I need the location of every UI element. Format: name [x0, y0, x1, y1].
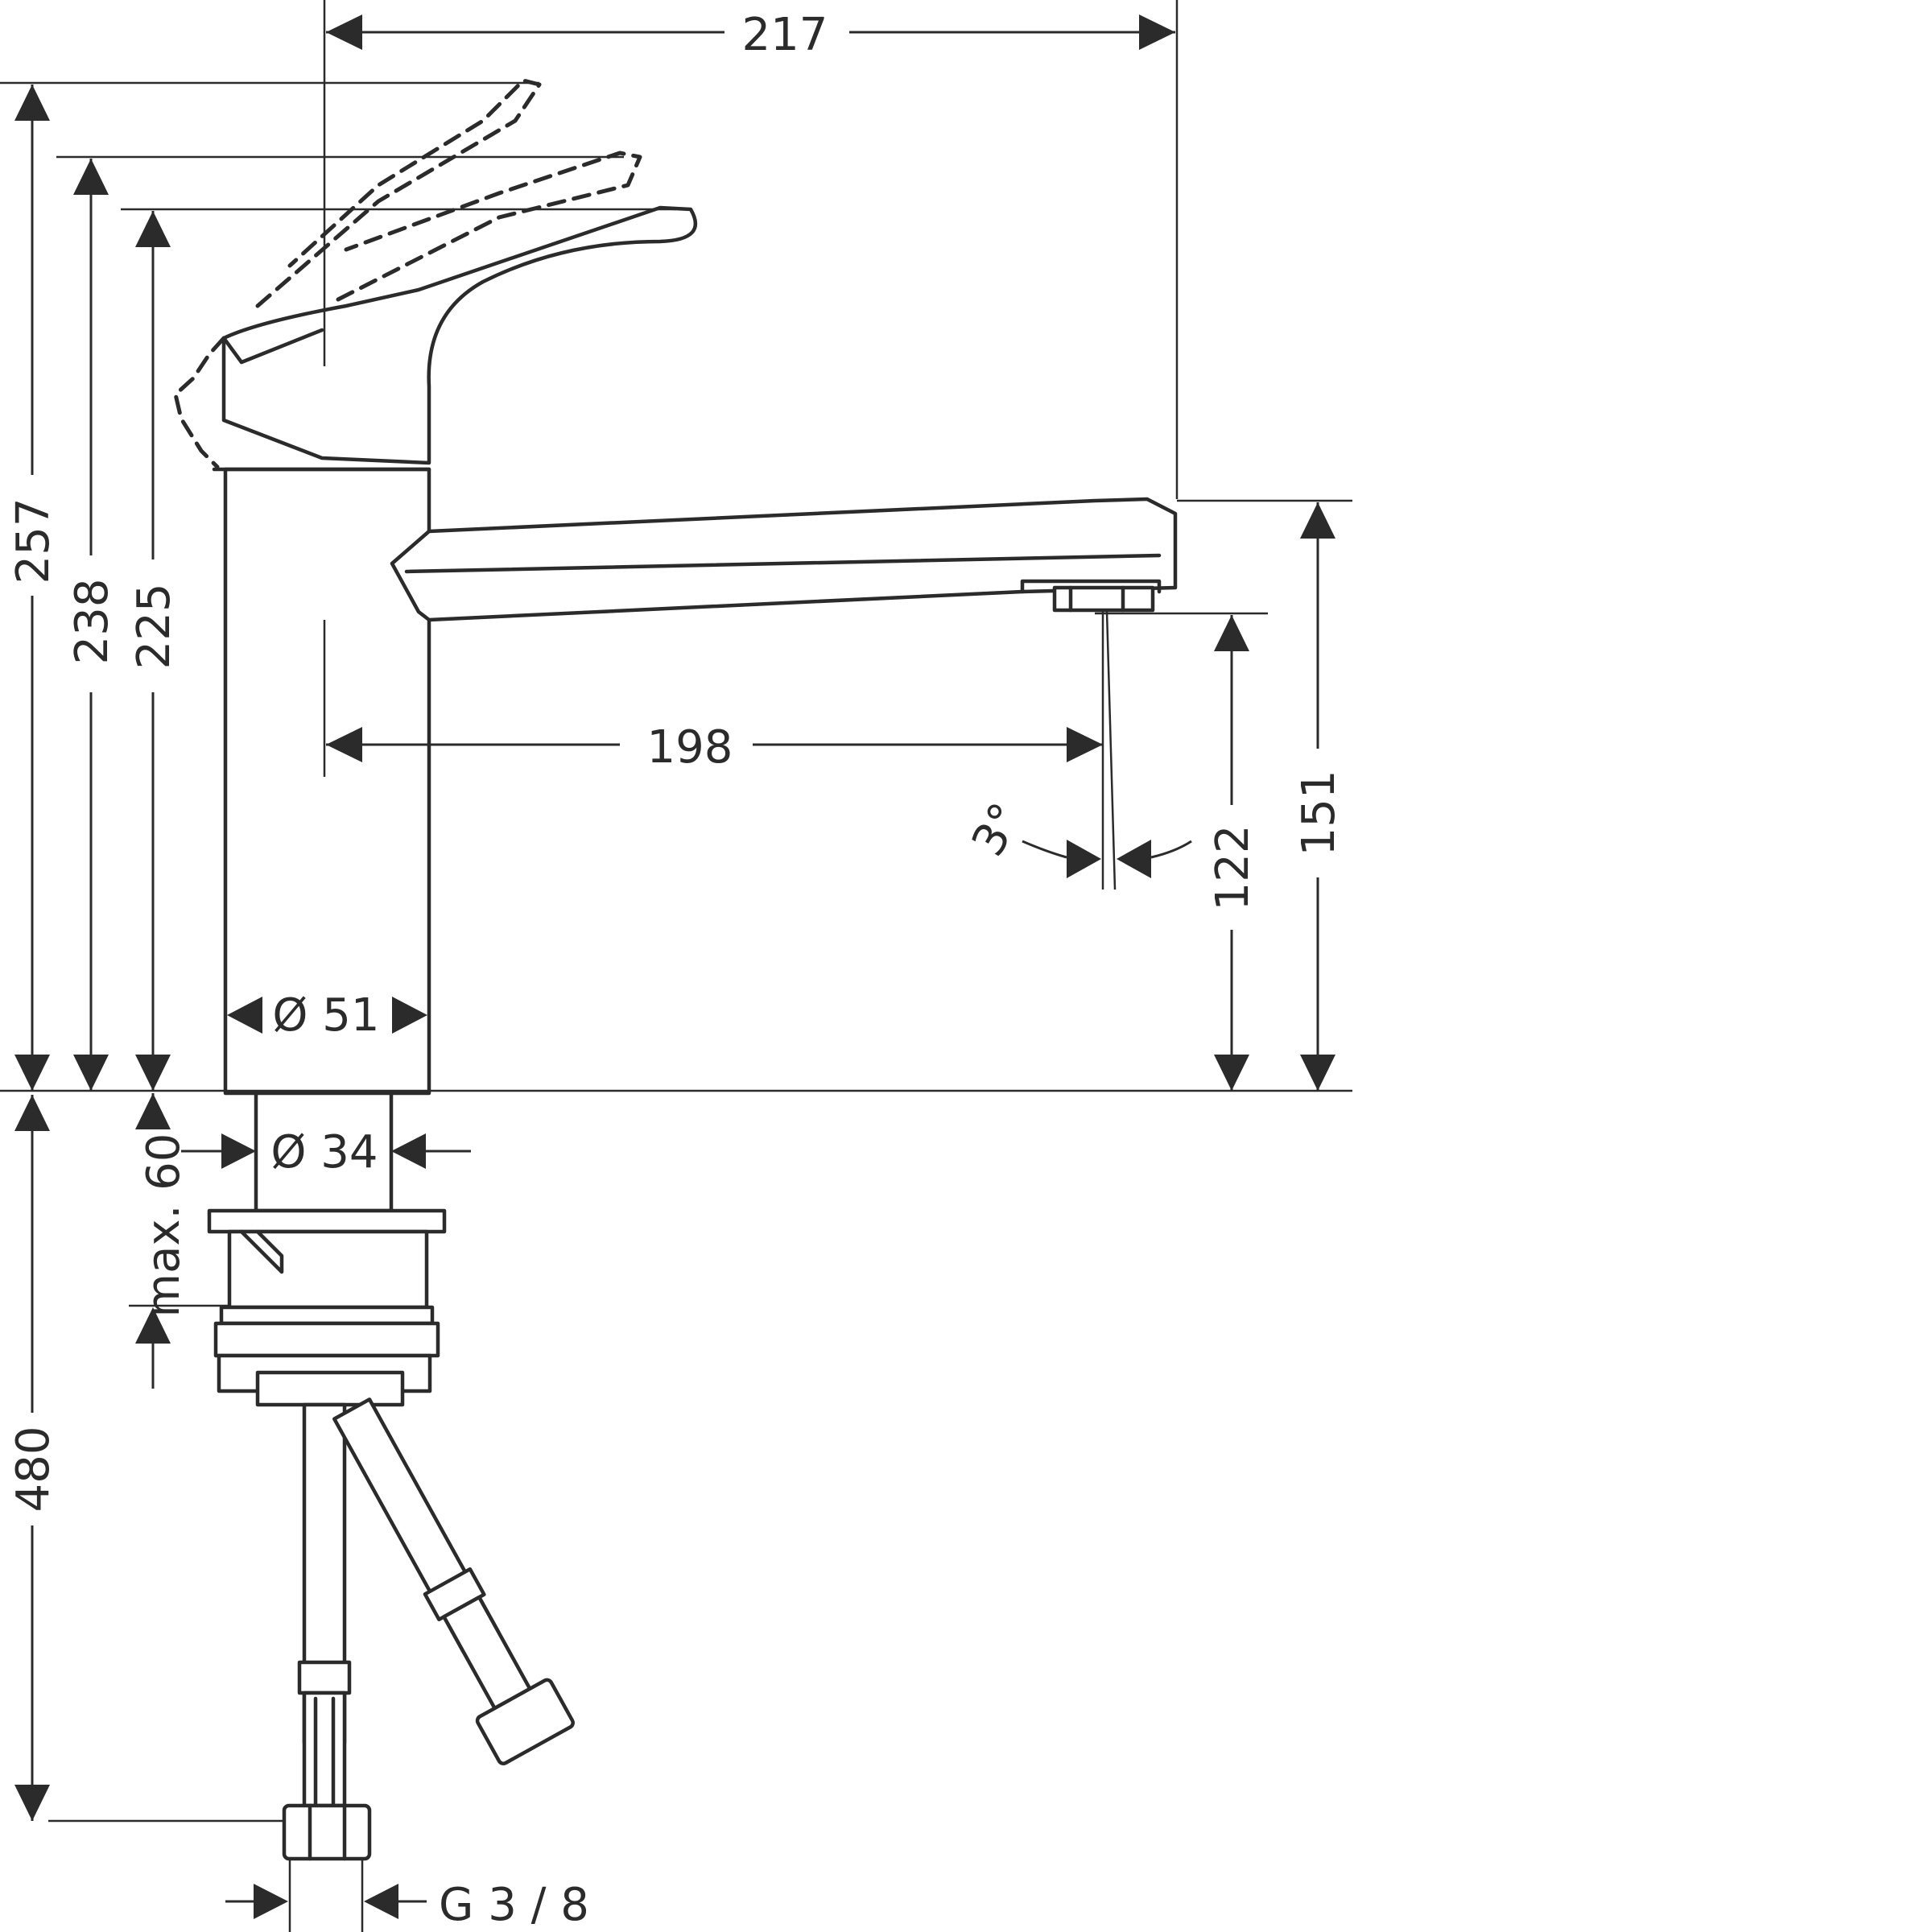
dimension-lines [14, 14, 1335, 1919]
dim-label-217: 217 [742, 9, 828, 61]
dim-arc-angle-right [1150, 840, 1192, 859]
arrowhead [14, 1785, 50, 1821]
arrowhead [14, 1095, 50, 1131]
dim-label-480: 480 [7, 1426, 60, 1513]
hose-nut-angled [475, 1678, 575, 1765]
dimension-labels: 217 198 Ø 51 Ø 34 G 3 / 8 257 238 225 15… [7, 9, 1345, 1931]
arrowhead [1214, 615, 1249, 651]
dim-label-257: 257 [7, 498, 60, 584]
dim-label-122: 122 [1207, 825, 1259, 911]
dim-label-151: 151 [1293, 770, 1345, 857]
hose-fitting-angled [442, 1595, 532, 1711]
arrowhead [14, 1055, 50, 1091]
arrowhead [227, 997, 262, 1034]
spout-edge-line [404, 553, 1162, 574]
dim-label-diameter-34: Ø 34 [270, 1126, 378, 1179]
arrowhead [135, 1093, 171, 1129]
arrowhead [391, 1133, 426, 1169]
faucet-cylinder [223, 467, 431, 1096]
arrowhead [1300, 1055, 1335, 1091]
ext-line-stream-angled [1105, 611, 1117, 890]
faucet-body [212, 205, 1178, 1213]
lever-mid-position-outline [336, 151, 642, 302]
dim-label-198: 198 [647, 721, 733, 774]
arrowhead [135, 1055, 171, 1091]
arrowhead [1300, 502, 1335, 539]
arrowhead [73, 1055, 109, 1091]
arrowhead [326, 14, 362, 50]
gasket [219, 1305, 435, 1326]
hose-crimp [297, 1660, 352, 1695]
arrowhead [326, 727, 362, 762]
dim-label-max-60: max. 60 [138, 1133, 190, 1318]
hose-fitting-body [302, 1690, 347, 1808]
mounting-bracket [227, 1229, 429, 1310]
arrowhead [1067, 727, 1103, 762]
hose-nut-straight [282, 1803, 372, 1861]
lever-handle [221, 205, 698, 465]
arrowhead [364, 1884, 398, 1919]
lever-open-position-outline [173, 336, 226, 469]
arrowhead [1117, 840, 1151, 878]
spout-tip-step [1020, 579, 1162, 594]
lever-handle-edge [221, 328, 324, 365]
arrowhead [135, 211, 171, 247]
nut-flange [255, 1370, 405, 1407]
dim-label-225: 225 [128, 584, 180, 670]
arrowhead [221, 1133, 256, 1169]
arrowhead [1214, 1055, 1249, 1091]
mounting-hardware [207, 1208, 447, 1407]
arrowhead [254, 1884, 288, 1919]
mounting-nut [213, 1321, 440, 1358]
arrowhead [135, 1307, 171, 1344]
mounting-plate [207, 1208, 447, 1234]
bracket-detail [239, 1229, 284, 1274]
arrowhead [392, 997, 427, 1034]
dim-label-238: 238 [66, 579, 118, 665]
supply-hoses [282, 1397, 575, 1861]
arrowhead [1067, 840, 1101, 878]
hose-angled-group [332, 1397, 575, 1765]
extension-lines [0, 0, 1352, 1932]
arrowhead [1139, 14, 1175, 50]
dim-arc-angle-left [1022, 840, 1067, 859]
arrowhead [14, 85, 50, 121]
dim-label-angle: 3° [962, 795, 1033, 865]
arrowhead [73, 159, 109, 195]
dim-label-g38: G 3 / 8 [439, 1879, 589, 1931]
dim-label-diameter-51: Ø 51 [272, 989, 379, 1042]
